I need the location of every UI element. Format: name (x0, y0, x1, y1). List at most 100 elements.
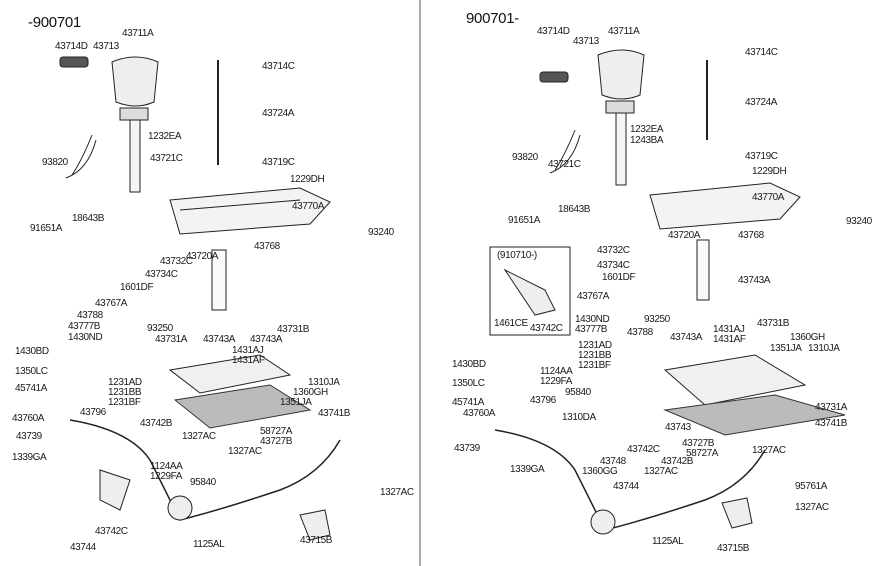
right-part-label: 43732C (597, 245, 630, 256)
left-part-label: 1232EA (148, 131, 182, 142)
left-cable (69, 419, 341, 541)
right-part-label: 43713 (573, 36, 599, 47)
left-part-label: 43732C (160, 256, 193, 267)
right-part-label: 1232EA (630, 124, 664, 135)
left-part-label: 43788 (77, 310, 103, 321)
left-part-label: 93820 (42, 157, 68, 168)
right-part-label: 1430ND (575, 314, 610, 325)
inset-lever (503, 268, 556, 316)
left-part-label: 95840 (190, 477, 216, 488)
left-part-label: 1430BD (15, 346, 49, 357)
right-part-label: 1124AA (540, 366, 573, 377)
right-part-label: 43767A (577, 291, 610, 302)
left-part-label: 43714C (262, 61, 295, 72)
left-part-label: 43719C (262, 157, 295, 168)
left-part-label: 1339GA (12, 452, 47, 463)
left-part-label: 43713 (93, 41, 119, 52)
right-part-label: 43727B (682, 438, 715, 449)
left-part-label: 1327AC (380, 487, 414, 498)
right-part-label: 43711A (608, 26, 640, 37)
right-part-label: 1339GA (510, 464, 545, 475)
left-part-label: 93240 (368, 227, 394, 238)
left-part-label: 43741B (318, 408, 351, 419)
left-part-label: 1229FA (150, 471, 183, 482)
right-part-label: 43768 (738, 230, 764, 241)
right-part-label: 43742C (627, 444, 660, 455)
right-part-label: 45741A (452, 397, 485, 408)
left-panel-header: -900701 (28, 14, 81, 31)
left-base-plates (168, 249, 312, 429)
left-part-label: 1431AF (232, 355, 265, 366)
right-part-label: 43719C (745, 151, 778, 162)
left-part-label: 1124AA (150, 461, 183, 472)
right-part-label: 43760A (463, 408, 496, 419)
right-part-label: 43743A (670, 332, 703, 343)
right-part-label: 43734C (597, 260, 630, 271)
left-part-label: 43734C (145, 269, 178, 280)
right-part-label: 95761A (795, 481, 828, 492)
left-part-label: 43796 (80, 407, 106, 418)
left-part-label: 43744 (70, 542, 96, 553)
left-part-label: 1360GH (293, 387, 328, 398)
right-part-label: 1431AF (713, 334, 746, 345)
left-part-label: 1231AD (108, 377, 142, 388)
right-part-label: 1231BB (578, 350, 612, 361)
right-part-label: 43720A (668, 230, 701, 241)
right-part-label: 1430BD (452, 359, 486, 370)
right-part-label: 1327AC (752, 445, 786, 456)
left-part-label: 1125AL (193, 539, 225, 550)
right-part-label: 43715B (717, 543, 750, 554)
right-part-label: 18643B (558, 204, 591, 215)
left-part-label: 43768 (254, 241, 280, 252)
left-part-label: 43767A (95, 298, 128, 309)
left-part-label: 43742B (140, 418, 173, 429)
right-part-label: 1360GG (582, 466, 618, 477)
left-shift-knob (59, 56, 219, 193)
left-part-label: 43742C (95, 526, 128, 537)
right-part-label: 1229FA (540, 376, 573, 387)
left-part-label: 1601DF (120, 282, 154, 293)
right-base-plates (663, 354, 846, 436)
left-part-label: 43727B (260, 436, 293, 447)
right-part-label: 93820 (512, 152, 538, 163)
right-part-label: 43743A (738, 275, 771, 286)
right-part-label: 43714C (745, 47, 778, 58)
right-part-label: 1243BA (630, 135, 664, 146)
right-part-label: 1360GH (790, 332, 825, 343)
right-part-label: 1601DF (602, 272, 636, 283)
left-part-label: 43715B (300, 535, 333, 546)
right-part-label: 1310DA (562, 412, 596, 423)
right-part-label: 43731A (815, 402, 848, 413)
right-part-label: 43742B (661, 456, 694, 467)
right-part-label: 91651A (508, 215, 541, 226)
right-part-label: 43714D (537, 26, 570, 37)
right-part-label: 1351JA (770, 343, 802, 354)
left-part-label: 43721C (150, 153, 183, 164)
right-part-label: 43721C (548, 159, 581, 170)
left-console-housing (169, 187, 331, 235)
left-part-label: 43714D (55, 41, 88, 52)
left-part-label: 43720A (186, 251, 219, 262)
left-part-label: 43711A (122, 28, 154, 39)
right-part-label: 43743 (665, 422, 691, 433)
right-part-label: 43741B (815, 418, 848, 429)
left-part-label: 1327AC (228, 446, 262, 457)
left-part-label: 1231BB (108, 387, 142, 398)
right-part-label: 43796 (530, 395, 556, 406)
inset-box (489, 246, 571, 336)
right-part-label: 1231AD (578, 340, 612, 351)
right-part-label: 43744 (613, 481, 639, 492)
left-part-label: 43760A (12, 413, 45, 424)
right-console-housing (649, 182, 801, 301)
left-part-label: 43743A (203, 334, 236, 345)
right-part-label: 1231BF (578, 360, 611, 371)
left-part-label: 93250 (147, 323, 173, 334)
left-part-label: 45741A (15, 383, 48, 394)
left-part-label: 1310JA (308, 377, 340, 388)
right-part-label: 43748 (600, 456, 626, 467)
right-part-label: 1350LC (452, 378, 485, 389)
left-part-label: 43724A (262, 108, 295, 119)
left-part-label: 43731B (277, 324, 310, 335)
right-part-label: 93240 (846, 216, 872, 227)
